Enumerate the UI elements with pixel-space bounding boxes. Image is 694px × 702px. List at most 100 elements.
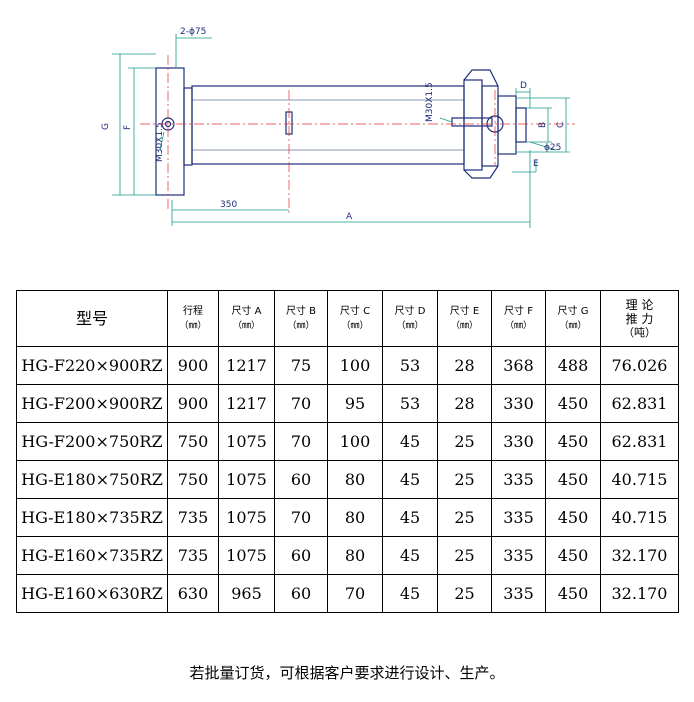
- header-size-b: 尺寸 B（㎜）: [274, 290, 328, 347]
- value-cell: 32.170: [600, 536, 679, 575]
- value-cell: 335: [491, 460, 546, 499]
- value-cell: 450: [545, 498, 601, 537]
- header-size-g: 尺寸 G（㎜）: [545, 290, 601, 347]
- value-cell: 28: [437, 346, 492, 385]
- value-cell: 335: [491, 498, 546, 537]
- header-thrust: 理 论推 力（吨）: [600, 290, 679, 347]
- value-cell: 62.831: [600, 422, 679, 461]
- model-cell: HG-F200×900RZ: [16, 384, 168, 423]
- value-cell: 40.715: [600, 498, 679, 537]
- model-cell: HG-E160×630RZ: [16, 574, 168, 613]
- dim-b-label: B: [538, 122, 548, 128]
- value-cell: 60: [274, 460, 328, 499]
- value-cell: 45: [382, 574, 438, 613]
- value-cell: 900: [167, 346, 219, 385]
- value-cell: 25: [437, 536, 492, 575]
- dim-phi25-label: ϕ25: [544, 143, 561, 153]
- value-cell: 1217: [218, 384, 275, 423]
- value-cell: 70: [274, 422, 328, 461]
- value-cell: 25: [437, 498, 492, 537]
- value-cell: 1075: [218, 460, 275, 499]
- value-cell: 965: [218, 574, 275, 613]
- header-size-a: 尺寸 A（㎜）: [218, 290, 275, 347]
- value-cell: 450: [545, 384, 601, 423]
- value-cell: 95: [327, 384, 383, 423]
- value-cell: 100: [327, 346, 383, 385]
- value-cell: 330: [491, 384, 546, 423]
- thread-right-label: M30X1.5: [425, 82, 435, 122]
- cylinder-collar: [183, 87, 193, 166]
- value-cell: 75: [274, 346, 328, 385]
- value-cell: 750: [167, 422, 219, 461]
- value-cell: 1075: [218, 536, 275, 575]
- dim-a-label: A: [346, 212, 353, 222]
- value-cell: 368: [491, 346, 546, 385]
- dim-d-label: D: [520, 81, 527, 91]
- value-cell: 900: [167, 384, 219, 423]
- value-cell: 1217: [218, 346, 275, 385]
- value-cell: 25: [437, 422, 492, 461]
- model-cell: HG-E180×735RZ: [16, 498, 168, 537]
- value-cell: 450: [545, 574, 601, 613]
- value-cell: 450: [545, 536, 601, 575]
- value-cell: 45: [382, 498, 438, 537]
- value-cell: 53: [382, 346, 438, 385]
- model-cell: HG-F200×750RZ: [16, 422, 168, 461]
- cylinder-drawing: 2-ϕ75 G F M30X1.5 M30X1.5 D B C ϕ25 E 35…: [101, 27, 575, 228]
- value-cell: 750: [167, 460, 219, 499]
- value-cell: 1075: [218, 422, 275, 461]
- value-cell: 335: [491, 574, 546, 613]
- model-cell: HG-E180×750RZ: [16, 460, 168, 499]
- value-cell: 45: [382, 536, 438, 575]
- value-cell: 60: [274, 574, 328, 613]
- header-model: 型号: [16, 290, 168, 347]
- bore-label: 2-ϕ75: [180, 27, 206, 37]
- dim-f-label: F: [123, 125, 133, 130]
- value-cell: 45: [382, 422, 438, 461]
- header-size-f: 尺寸 F（㎜）: [491, 290, 546, 347]
- value-cell: 630: [167, 574, 219, 613]
- header-size-c: 尺寸 C（㎜）: [327, 290, 383, 347]
- value-cell: 335: [491, 536, 546, 575]
- value-cell: 76.026: [600, 346, 679, 385]
- value-cell: 450: [545, 422, 601, 461]
- header-size-d: 尺寸 D（㎜）: [382, 290, 438, 347]
- value-cell: 40.715: [600, 460, 679, 499]
- value-cell: 80: [327, 536, 383, 575]
- header-size-e: 尺寸 E（㎜）: [437, 290, 492, 347]
- value-cell: 62.831: [600, 384, 679, 423]
- value-cell: 53: [382, 384, 438, 423]
- value-cell: 735: [167, 498, 219, 537]
- value-cell: 70: [274, 498, 328, 537]
- footnote: 若批量订货，可根据客户要求进行设计、生产。: [189, 664, 505, 682]
- value-cell: 70: [327, 574, 383, 613]
- value-cell: 25: [437, 574, 492, 613]
- cylinder-body: [191, 85, 465, 165]
- value-cell: 80: [327, 460, 383, 499]
- value-cell: 100: [327, 422, 383, 461]
- cylinder-head: [463, 79, 483, 171]
- value-cell: 32.170: [600, 574, 679, 613]
- spec-table: 型号 行程（㎜） 尺寸 A（㎜） 尺寸 B（㎜） 尺寸 C（㎜） 尺寸 D（㎜）…: [16, 290, 679, 613]
- value-cell: 28: [437, 384, 492, 423]
- value-cell: 70: [274, 384, 328, 423]
- dim-c-label: C: [556, 122, 566, 128]
- dim-g-label: G: [101, 123, 111, 130]
- header-stroke: 行程（㎜）: [167, 290, 219, 347]
- model-cell: HG-F220×900RZ: [16, 346, 168, 385]
- thread-left-label: M30X1.5: [155, 122, 165, 162]
- value-cell: 25: [437, 460, 492, 499]
- rod-end: [497, 95, 517, 155]
- value-cell: 735: [167, 536, 219, 575]
- dim-350-label: 350: [220, 200, 237, 210]
- value-cell: 60: [274, 536, 328, 575]
- value-cell: 45: [382, 460, 438, 499]
